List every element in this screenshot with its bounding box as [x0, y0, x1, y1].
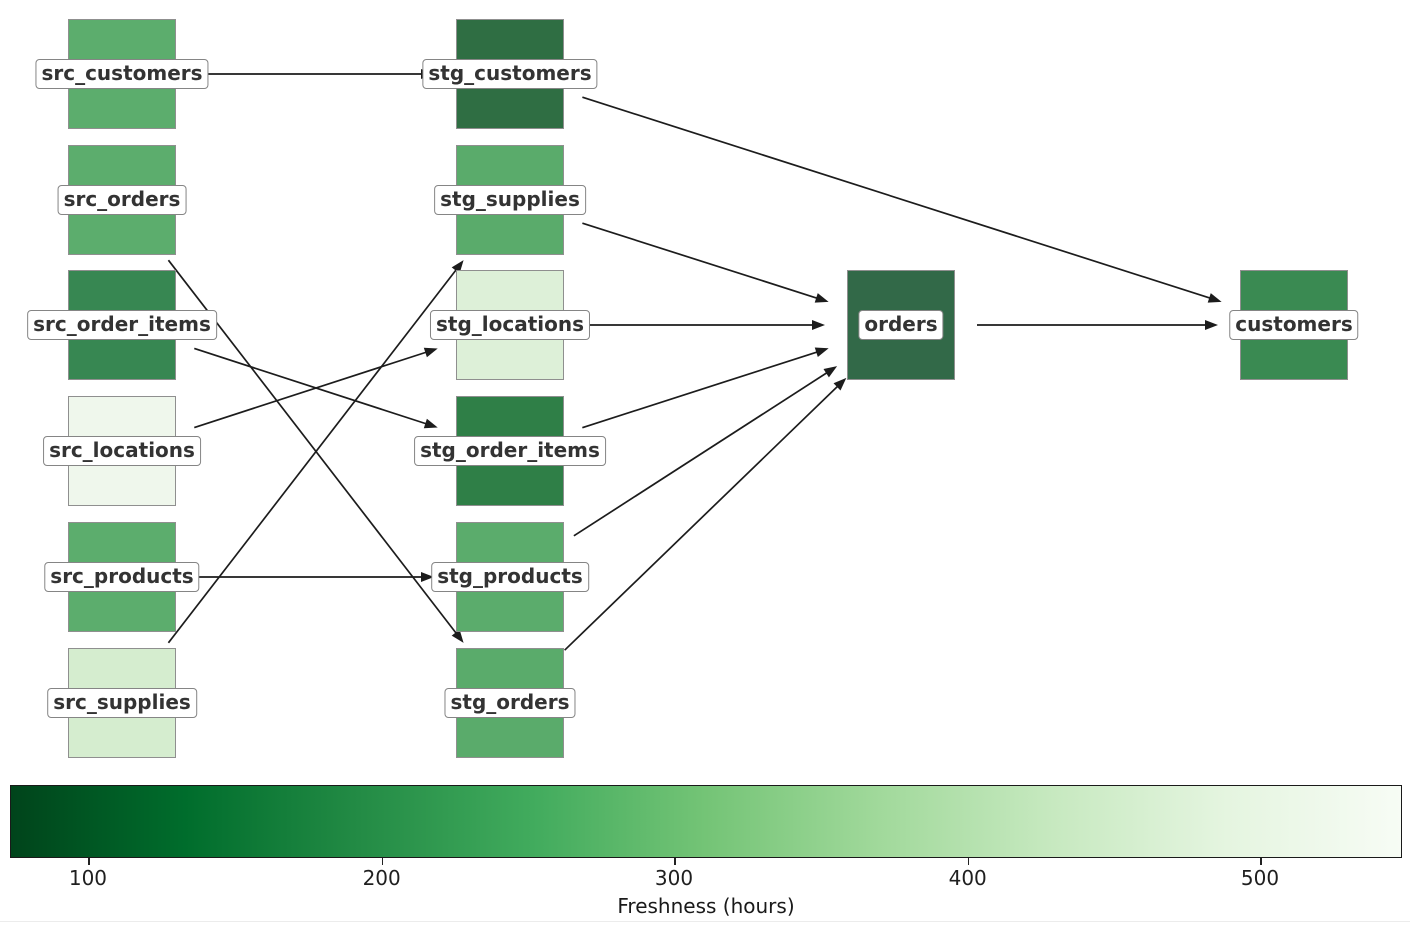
- edge-line: [582, 222, 819, 300]
- node-label-src_orders: src_orders: [57, 185, 187, 215]
- edge-arrowhead: [423, 418, 438, 429]
- edge-stg_locations-to-orders: [586, 320, 825, 330]
- colorbar-tick-label: 100: [68, 866, 108, 890]
- freshness-colorbar: [10, 785, 1402, 858]
- node-label-src_locations: src_locations: [43, 436, 201, 466]
- colorbar-tick-mark: [967, 858, 970, 865]
- edge-arrowhead: [421, 572, 434, 582]
- colorbar-tick-label: 500: [1240, 866, 1280, 890]
- node-label-stg_products: stg_products: [431, 562, 589, 592]
- edge-line: [167, 268, 458, 644]
- node-label-src_supplies: src_supplies: [47, 688, 197, 718]
- edge-arrowhead: [814, 347, 829, 358]
- edge-stg_supplies-to-orders: [582, 222, 829, 303]
- edge-line: [564, 384, 840, 651]
- edge-stg_order_items-to-orders: [582, 347, 829, 429]
- edge-line: [573, 371, 829, 537]
- node-label-stg_customers: stg_customers: [422, 59, 598, 89]
- colorbar-tick-mark: [673, 858, 676, 865]
- node-label-src_order_items: src_order_items: [27, 310, 217, 340]
- edge-line: [194, 347, 428, 425]
- edge-line: [582, 96, 1212, 300]
- colorbar-tick-mark: [1260, 858, 1262, 865]
- edge-orders-to-customers: [977, 320, 1218, 330]
- edge-arrowhead: [451, 260, 464, 274]
- edge-arrowhead: [814, 293, 829, 303]
- node-label-orders: orders: [858, 310, 944, 340]
- colorbar-tick-mark: [87, 858, 90, 865]
- node-label-stg_order_items: stg_order_items: [414, 436, 606, 466]
- edge-src_order_items-to-stg_order_items: [194, 347, 438, 429]
- edge-arrowhead: [833, 377, 847, 391]
- node-label-src_products: src_products: [44, 562, 200, 592]
- colorbar-tick-label: 400: [948, 866, 987, 890]
- figure-bottom-hairline: [0, 921, 1410, 922]
- edge-arrowhead: [1207, 293, 1222, 303]
- node-label-stg_supplies: stg_supplies: [434, 185, 586, 215]
- node-label-stg_orders: stg_orders: [444, 688, 576, 718]
- colorbar-tick-label: 200: [362, 866, 401, 890]
- edge-stg_orders-to-orders: [564, 377, 847, 651]
- colorbar-axis-label: Freshness (hours): [617, 894, 795, 918]
- edge-arrowhead: [451, 629, 464, 643]
- edge-stg_customers-to-customers: [582, 96, 1222, 303]
- edge-line: [194, 351, 428, 429]
- edge-src_locations-to-stg_locations: [194, 347, 438, 429]
- colorbar-tick-label: 300: [654, 866, 694, 890]
- edge-src_supplies-to-stg_supplies: [167, 260, 464, 644]
- edge-line: [582, 350, 819, 429]
- edge-arrowhead: [823, 366, 838, 378]
- edge-src_products-to-stg_products: [198, 572, 434, 582]
- edge-stg_products-to-orders: [573, 366, 838, 537]
- node-label-src_customers: src_customers: [35, 59, 209, 89]
- edge-arrowhead: [812, 320, 825, 330]
- node-label-stg_locations: stg_locations: [429, 310, 591, 340]
- colorbar-tick-mark: [381, 858, 384, 865]
- edge-arrowhead: [423, 347, 438, 358]
- edge-arrowhead: [1205, 320, 1218, 330]
- edge-src_customers-to-stg_customers: [198, 69, 434, 79]
- node-label-customers: customers: [1229, 310, 1359, 340]
